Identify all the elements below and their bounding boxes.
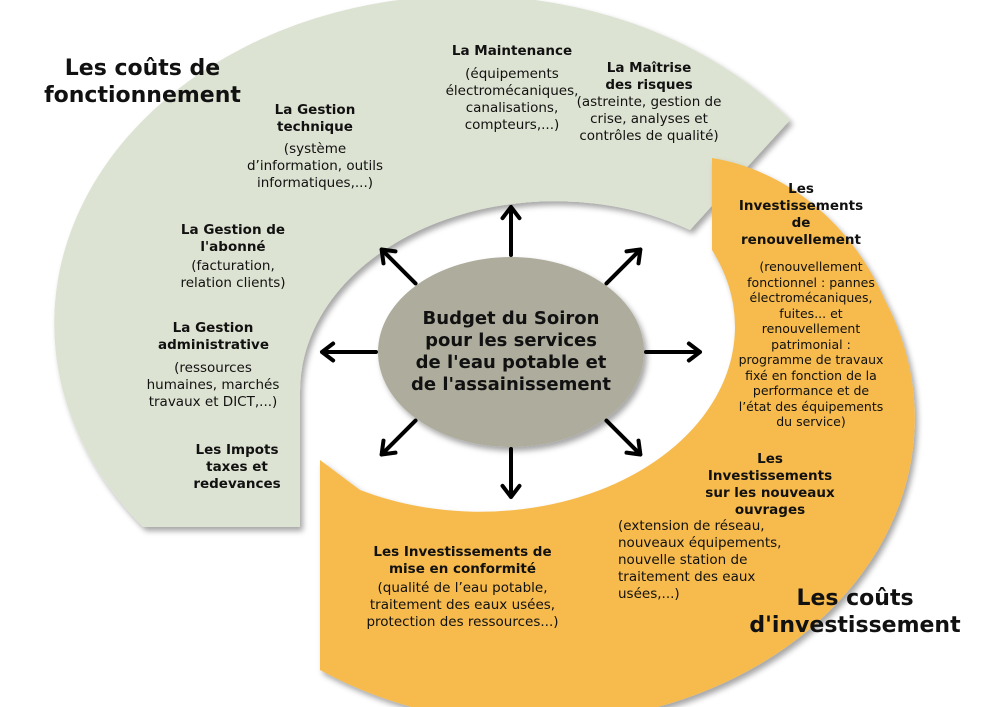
item-maitrise-risques: La Maîtrise des risques (astreinte, gest…	[568, 60, 730, 145]
heading-fonctionnement: Les coûts de fonctionnement	[44, 56, 241, 108]
item-maintenance-detail: (équipements électromécaniques, canalisa…	[445, 66, 579, 133]
item-gestion-technique: La Gestion technique (système d’informat…	[236, 102, 394, 192]
item-invest-nouveaux: Les Investissements sur les nouveaux ouv…	[696, 451, 844, 519]
center-label: Budget du Soiron pour les services de l'…	[378, 257, 644, 447]
item-invest-nouveaux-title: Les Investissements sur les nouveaux ouv…	[705, 451, 835, 518]
center-label-text: Budget du Soiron pour les services de l'…	[411, 308, 611, 395]
item-invest-conformite: Les Investissements de mise en conformit…	[350, 544, 575, 631]
center-ellipse	[378, 257, 644, 447]
item-gestion-administrative: La Gestion administrative (ressources hu…	[138, 320, 288, 411]
arrow-down-right-icon	[604, 418, 643, 457]
arrow-left-icon	[320, 341, 378, 363]
item-maitrise-risques-title: La Maîtrise des risques	[605, 60, 693, 93]
item-invest-conformite-title: Les Investissements de mise en conformit…	[373, 544, 552, 577]
radiating-arrows	[320, 205, 702, 499]
fonctionnement-band	[54, 0, 790, 527]
item-gestion-abonne-detail: (facturation, relation clients)	[180, 258, 286, 291]
item-impots-title: Les Impots taxes et redevances	[193, 442, 281, 492]
arrow-up-left-icon	[379, 247, 418, 286]
item-invest-nouveaux-detail: (extension de réseau, nouveaux équipemen…	[618, 518, 782, 602]
arrow-down-icon	[500, 447, 522, 499]
item-gestion-administrative-title: La Gestion administrative	[158, 320, 269, 353]
investissement-band	[320, 158, 915, 707]
item-gestion-abonne: La Gestion de l'abonné (facturation, rel…	[168, 222, 298, 292]
arrow-down-left-icon	[379, 418, 418, 457]
arrow-up-right-icon	[604, 247, 643, 286]
item-impots: Les Impots taxes et redevances	[182, 442, 292, 493]
item-gestion-technique-title: La Gestion technique	[274, 102, 356, 135]
item-invest-conformite-detail: (qualité de l’eau potable, traitement de…	[366, 580, 559, 630]
item-gestion-abonne-title: La Gestion de l'abonné	[180, 222, 286, 255]
item-gestion-technique-detail: (système d’information, outils informati…	[246, 141, 383, 191]
item-invest-renouvellement: Les Investissements de renouvellement (r…	[712, 181, 890, 430]
item-invest-renouvellement-title: Les Investissements de renouvellement	[738, 181, 864, 248]
item-invest-nouveaux-desc: (extension de réseau, nouveaux équipemen…	[618, 518, 800, 603]
item-invest-renouvellement-detail: (renouvellement fonctionnel : pannes éle…	[738, 259, 884, 429]
item-maitrise-risques-detail: (astreinte, gestion de crise, analyses e…	[576, 94, 722, 144]
arrow-right-icon	[644, 341, 702, 363]
item-maintenance-title: La Maintenance	[451, 43, 573, 59]
item-gestion-administrative-detail: (ressources humaines, marchés travaux et…	[146, 360, 280, 410]
arrow-up-icon	[500, 205, 522, 257]
heading-investissement: Les coûts d'investissement	[749, 586, 961, 638]
item-maintenance: La Maintenance (équipements électromécan…	[418, 43, 606, 134]
